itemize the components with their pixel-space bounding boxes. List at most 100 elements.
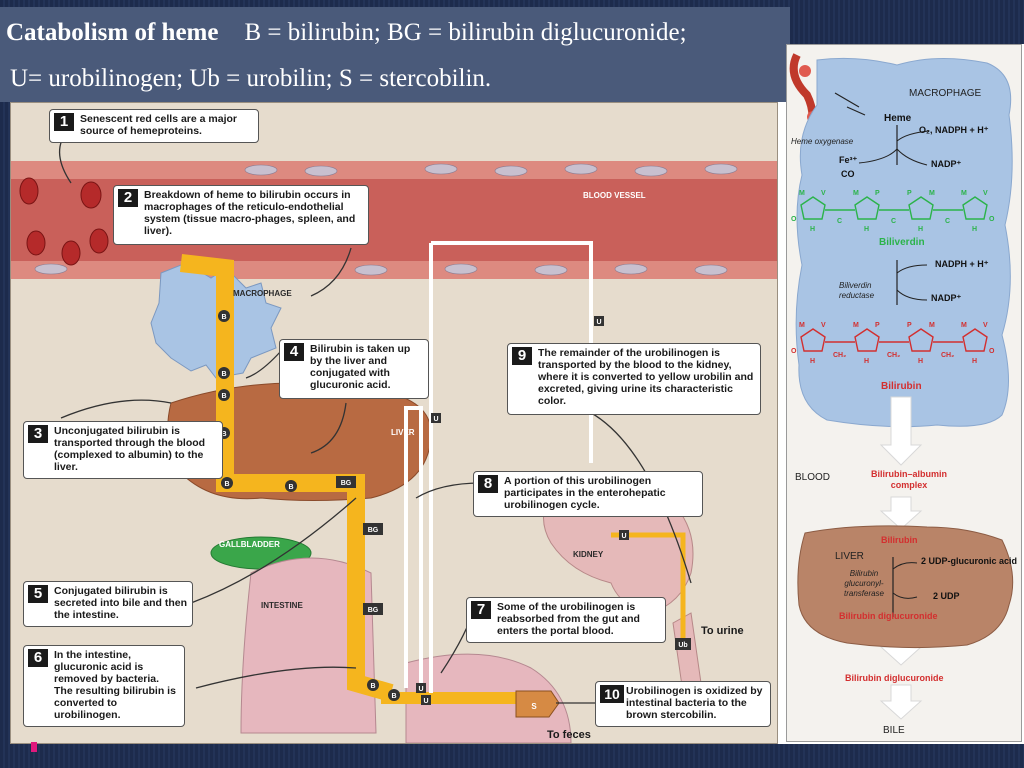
step-6-text: In the intestine, glucuronic acid is rem… [54, 649, 176, 721]
step-1-text: Senescent red cells are a major source o… [80, 113, 238, 137]
svg-text:S: S [531, 702, 537, 711]
svg-text:B: B [221, 371, 226, 378]
step-7-number: 7 [471, 601, 491, 619]
svg-text:B: B [221, 431, 226, 438]
svg-text:Ub: Ub [678, 642, 687, 649]
nadph-label-2: NADPH + H⁺ [935, 259, 989, 269]
title-heading: Catabolism of heme [6, 19, 219, 46]
step-7-text: Some of the urobilinogen is reabsorbed f… [497, 601, 640, 637]
transferase-label: Bilirubin glucuronyl-transferase [843, 569, 885, 598]
b-marker-1: B [218, 310, 230, 322]
main-figure: B B B B B B B B BG BG BG U U U U U Ub S [10, 102, 778, 744]
svg-text:M: M [961, 190, 967, 197]
nadp-label-2: NADP⁺ [931, 293, 962, 303]
biliverdin-reductase-label: Biliverdin reductase [839, 281, 875, 300]
step-4-text: Bilirubin is taken up by the liver and c… [310, 343, 411, 391]
svg-text:B: B [224, 481, 229, 488]
b-marker-7: B [367, 679, 379, 691]
svg-text:BG: BG [368, 607, 379, 614]
step-6-number: 6 [28, 649, 48, 667]
u-marker-1: U [594, 316, 604, 326]
svg-text:H: H [864, 226, 869, 233]
urine-path [611, 532, 686, 643]
step-1-box: 1 Senescent red cells are a major source… [49, 109, 259, 143]
b-marker-2: B [218, 367, 230, 379]
red-blood-cells [19, 177, 109, 266]
svg-text:M: M [799, 322, 805, 329]
svg-text:U: U [423, 698, 428, 705]
svg-text:O: O [791, 216, 797, 223]
step-4-box: 4 Bilirubin is taken up by the liver and… [279, 339, 429, 399]
svg-text:U: U [433, 416, 438, 423]
svg-text:U: U [621, 533, 626, 540]
svg-text:M: M [929, 322, 935, 329]
heme-pathway-diagram: M V M P P M M V O O H H H H C C C [789, 53, 1014, 720]
to-feces-label: To feces [547, 729, 591, 741]
svg-text:V: V [983, 322, 988, 329]
ub-marker: Ub [675, 638, 691, 650]
svg-text:U: U [418, 686, 423, 693]
step-1-number: 1 [54, 113, 74, 131]
b-marker-3: B [218, 389, 230, 401]
heme-oxygenase-label: Heme oxygenase [791, 137, 854, 146]
svg-text:BG: BG [368, 527, 379, 534]
blood-label: BLOOD [795, 472, 831, 483]
b-marker-8: B [388, 689, 400, 701]
macrophage-area [795, 57, 1013, 428]
svg-text:CH₂: CH₂ [941, 352, 954, 359]
step-10-box: 10 Urobilinogen is oxidized by intestina… [595, 681, 771, 727]
step-9-number: 9 [512, 347, 532, 365]
b-marker-5: B [221, 477, 233, 489]
svg-text:P: P [875, 190, 880, 197]
step-5-text: Conjugated bilirubin is secreted into bi… [54, 585, 188, 621]
svg-text:M: M [929, 190, 935, 197]
bg-marker-3: BG [363, 603, 383, 615]
svg-text:P: P [907, 322, 912, 329]
step-3-number: 3 [28, 425, 48, 443]
svg-text:M: M [799, 190, 805, 197]
u-marker-4: U [416, 683, 426, 693]
svg-text:O: O [989, 216, 995, 223]
step-7-box: 7 Some of the urobilinogen is reabsorbed… [466, 597, 666, 643]
liver-label: LIVER [391, 428, 415, 437]
svg-text:H: H [810, 226, 815, 233]
intestine-organ [240, 557, 377, 734]
svg-text:H: H [918, 358, 923, 365]
svg-text:V: V [983, 190, 988, 197]
step-10-number: 10 [600, 685, 624, 703]
bilirubin-diglucuronide-label-1: Bilirubin diglucuronide [839, 611, 938, 621]
svg-text:B: B [221, 393, 226, 400]
svg-text:CH₂: CH₂ [833, 352, 846, 359]
co-label: CO [841, 169, 855, 179]
step-2-number: 2 [118, 189, 138, 207]
fe3-label: Fe³⁺ [839, 155, 858, 165]
stercobilin-mark [515, 690, 560, 718]
bilirubin-label: Bilirubin [881, 381, 922, 392]
heme-label: Heme [884, 113, 912, 124]
svg-text:P: P [907, 190, 912, 197]
step-8-text: A portion of this urobilinogen participa… [504, 475, 666, 511]
svg-text:B: B [370, 683, 375, 690]
nadp-label-1: NADP⁺ [931, 159, 962, 169]
svg-text:V: V [821, 190, 826, 197]
liver-bilirubin-label: Bilirubin [881, 535, 918, 545]
side-liver-label: LIVER [835, 551, 864, 562]
slide-marker [31, 742, 37, 752]
udp-label: 2 UDP [933, 591, 960, 601]
step-2-box: 2 Breakdown of heme to bilirubin occurs … [113, 185, 369, 245]
flow-arrows [879, 396, 923, 720]
svg-text:B: B [391, 693, 396, 700]
bile-label: BILE [883, 725, 905, 736]
svg-text:V: V [821, 322, 826, 329]
bilirubin-diglucuronide-label-2: Bilirubin diglucuronide [845, 673, 944, 683]
enterohepatic-loop [404, 406, 423, 688]
step-8-box: 8 A portion of this urobilinogen partici… [473, 471, 703, 517]
step-3-box: 3 Unconjugated bilirubin is transported … [23, 421, 223, 479]
svg-text:H: H [972, 226, 977, 233]
o2-nadph-label: O₂, NADPH + H⁺ [919, 125, 989, 135]
svg-text:U: U [596, 319, 601, 326]
liver-area [797, 525, 1014, 649]
bilirubin-albumin-label: Bilirubin–albumin complex [870, 469, 947, 490]
